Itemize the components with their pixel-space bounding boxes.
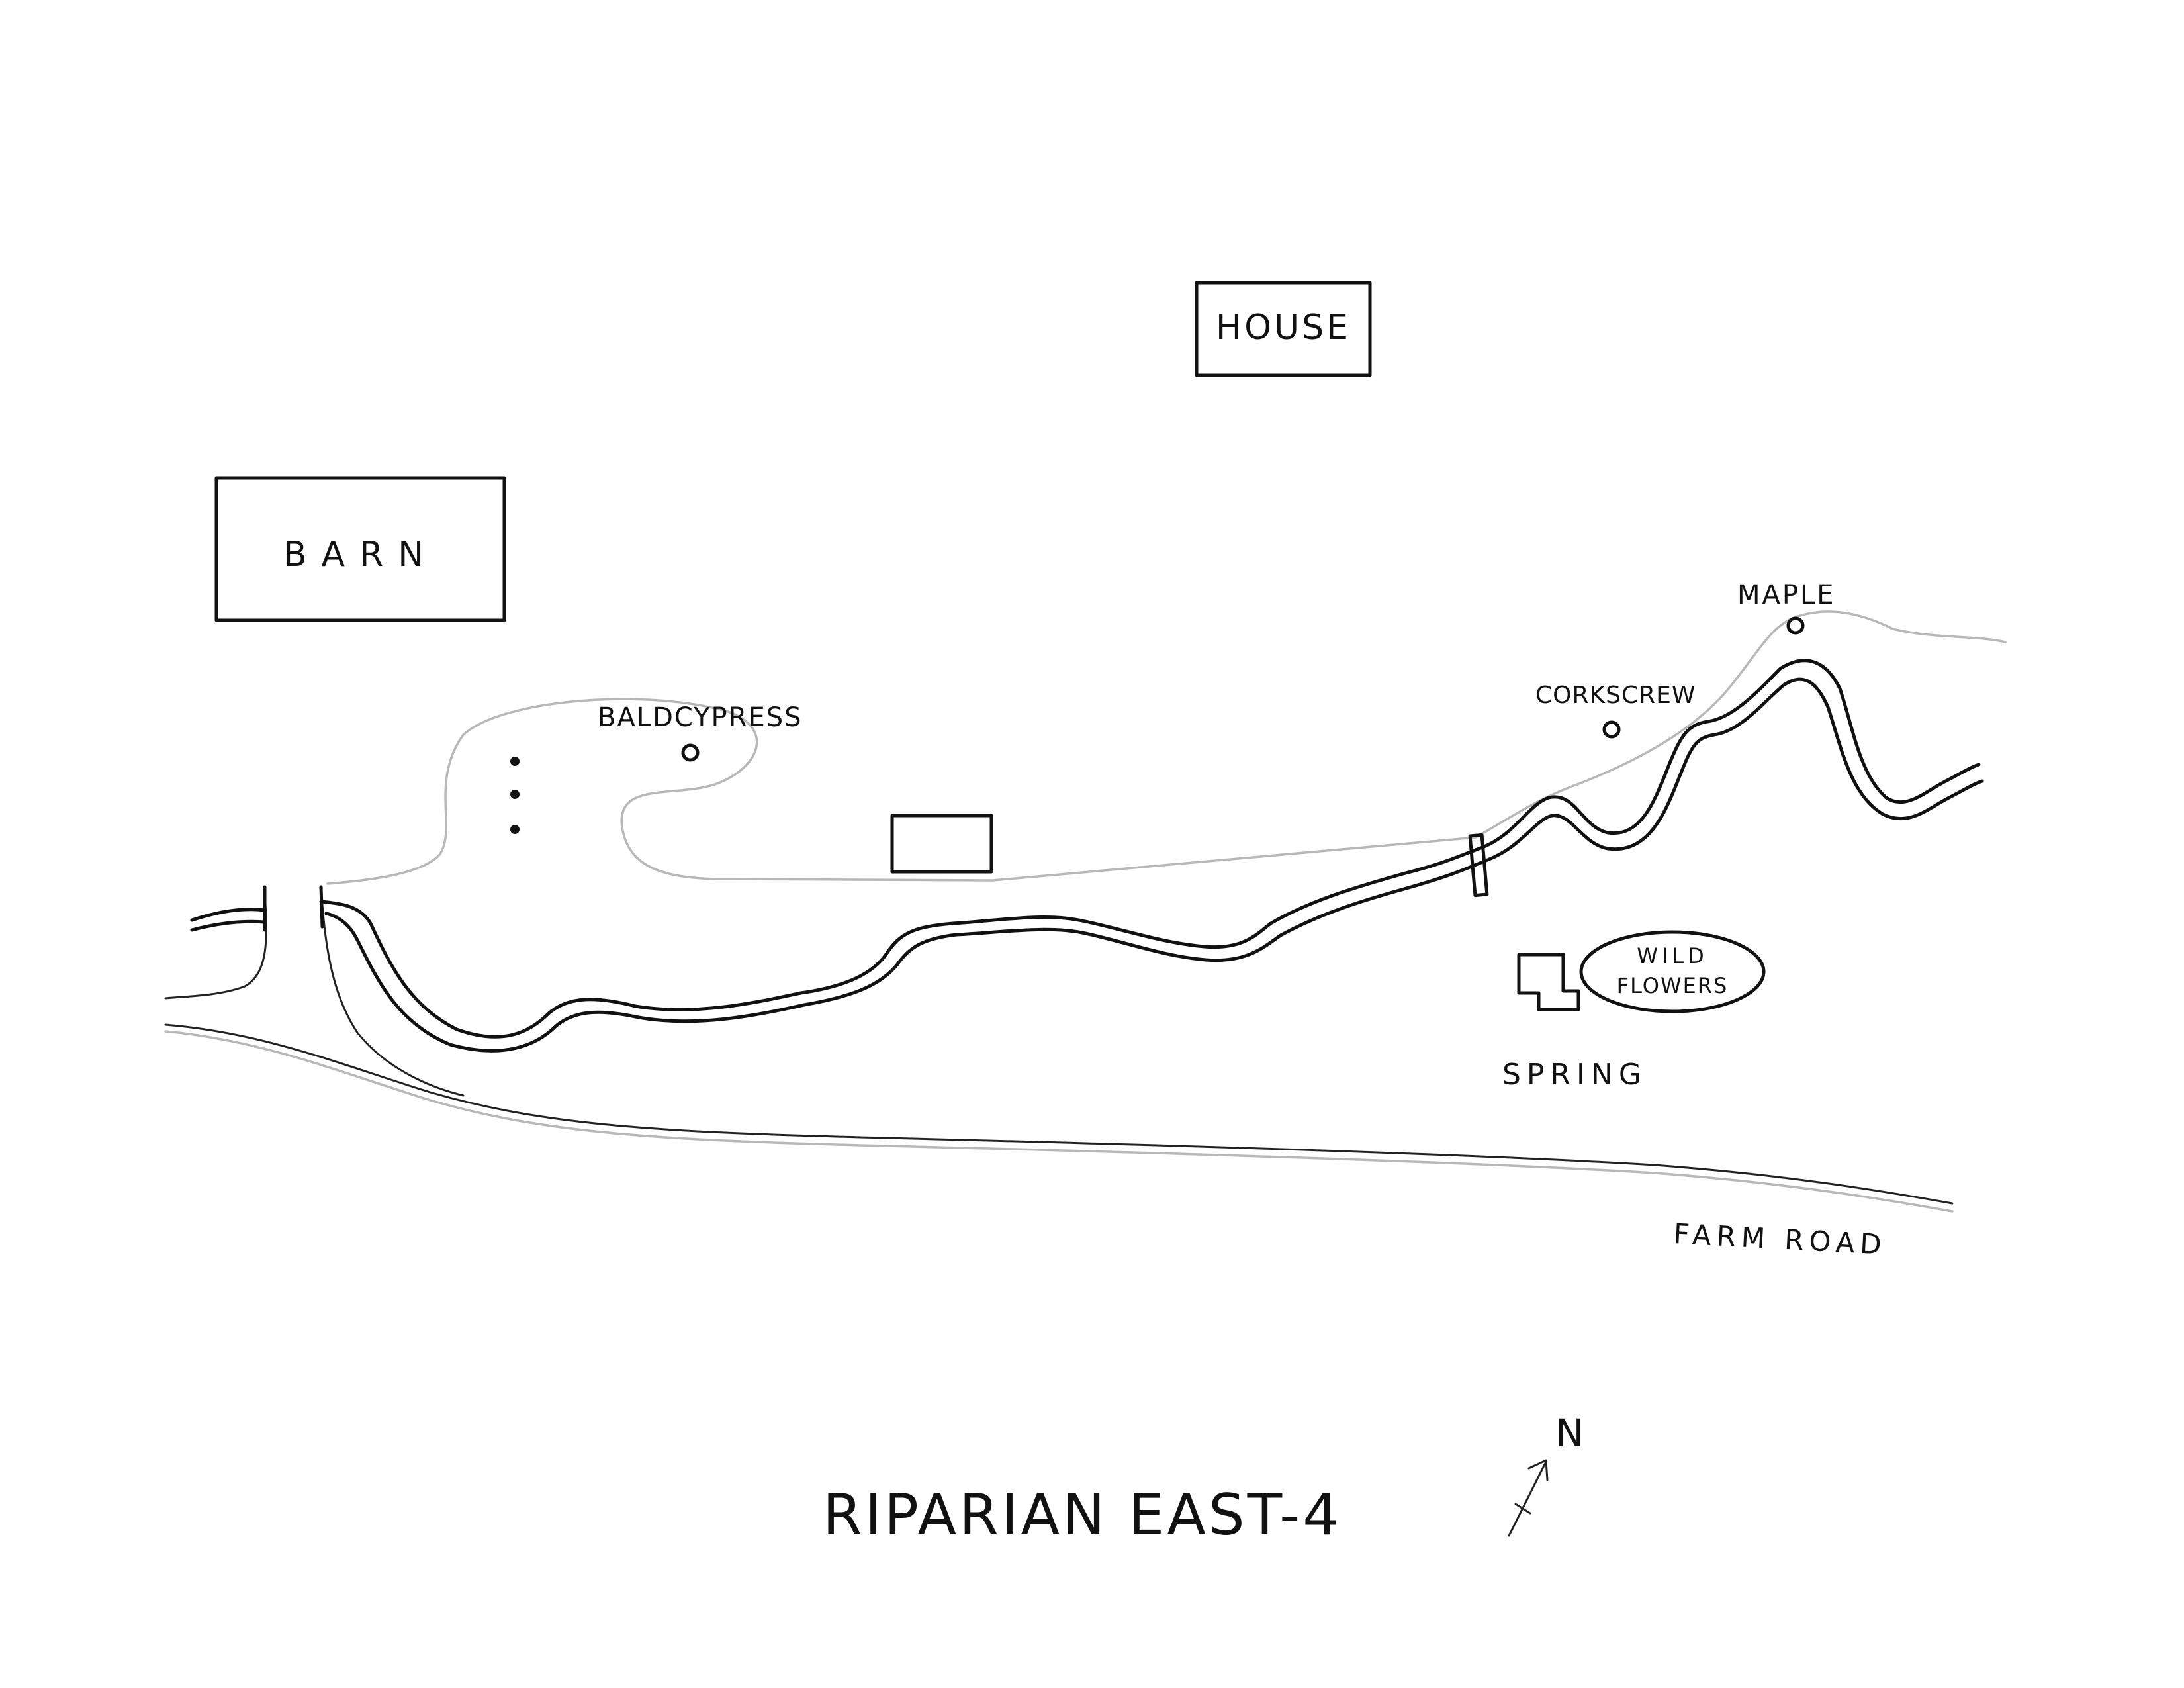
wildflowers-outline (1579, 930, 1766, 1013)
barn-label: BARN (283, 535, 438, 575)
north-arrow-head (1527, 1459, 1549, 1481)
baldcypress-tree-marker (681, 743, 700, 762)
trail-path (326, 610, 2007, 885)
tree-dot (510, 757, 520, 766)
corkscrew-tree-marker (1602, 720, 1621, 739)
lane-west-edge (164, 892, 267, 1000)
maple-tree-marker (1786, 616, 1805, 635)
map-title: RIPARIAN EAST-4 (823, 1482, 1342, 1548)
farm-road-south-edge (164, 1030, 1954, 1213)
house-label: HOUSE (1216, 308, 1351, 348)
tree-dot (510, 825, 520, 834)
baldcypress-label: BALDCYPRESS (598, 702, 803, 733)
maple-label: MAPLE (1737, 580, 1836, 610)
lane-east-edge (320, 886, 465, 1097)
creek-south-bank (324, 677, 1984, 1053)
north-arrow-tick (1514, 1503, 1531, 1515)
north-label: N (1555, 1411, 1584, 1456)
creek-north-bank (319, 659, 1981, 1039)
footbridge (1468, 833, 1489, 898)
creek-west-north-bank (190, 908, 267, 922)
tree-dot (510, 790, 520, 799)
house-outline (1195, 281, 1372, 377)
north-arrow-icon (1508, 1462, 1547, 1537)
spring-label: SPRING (1502, 1058, 1647, 1092)
farm-road-label: FARM ROAD (1672, 1217, 1888, 1261)
farm-road-north-edge (164, 1023, 1954, 1205)
wildflowers-label-line2: FLOWERS (1617, 973, 1729, 998)
corkscrew-label: CORKSCREW (1535, 682, 1696, 709)
barn-outline (214, 476, 506, 622)
creek-west-south-bank (190, 919, 267, 932)
wildflowers-label-line1: WILD (1637, 943, 1708, 968)
spring-outline (1517, 953, 1580, 1011)
north-arrow: N (1508, 1411, 1584, 1537)
shed-outline (890, 814, 993, 874)
culvert-east (319, 885, 324, 929)
